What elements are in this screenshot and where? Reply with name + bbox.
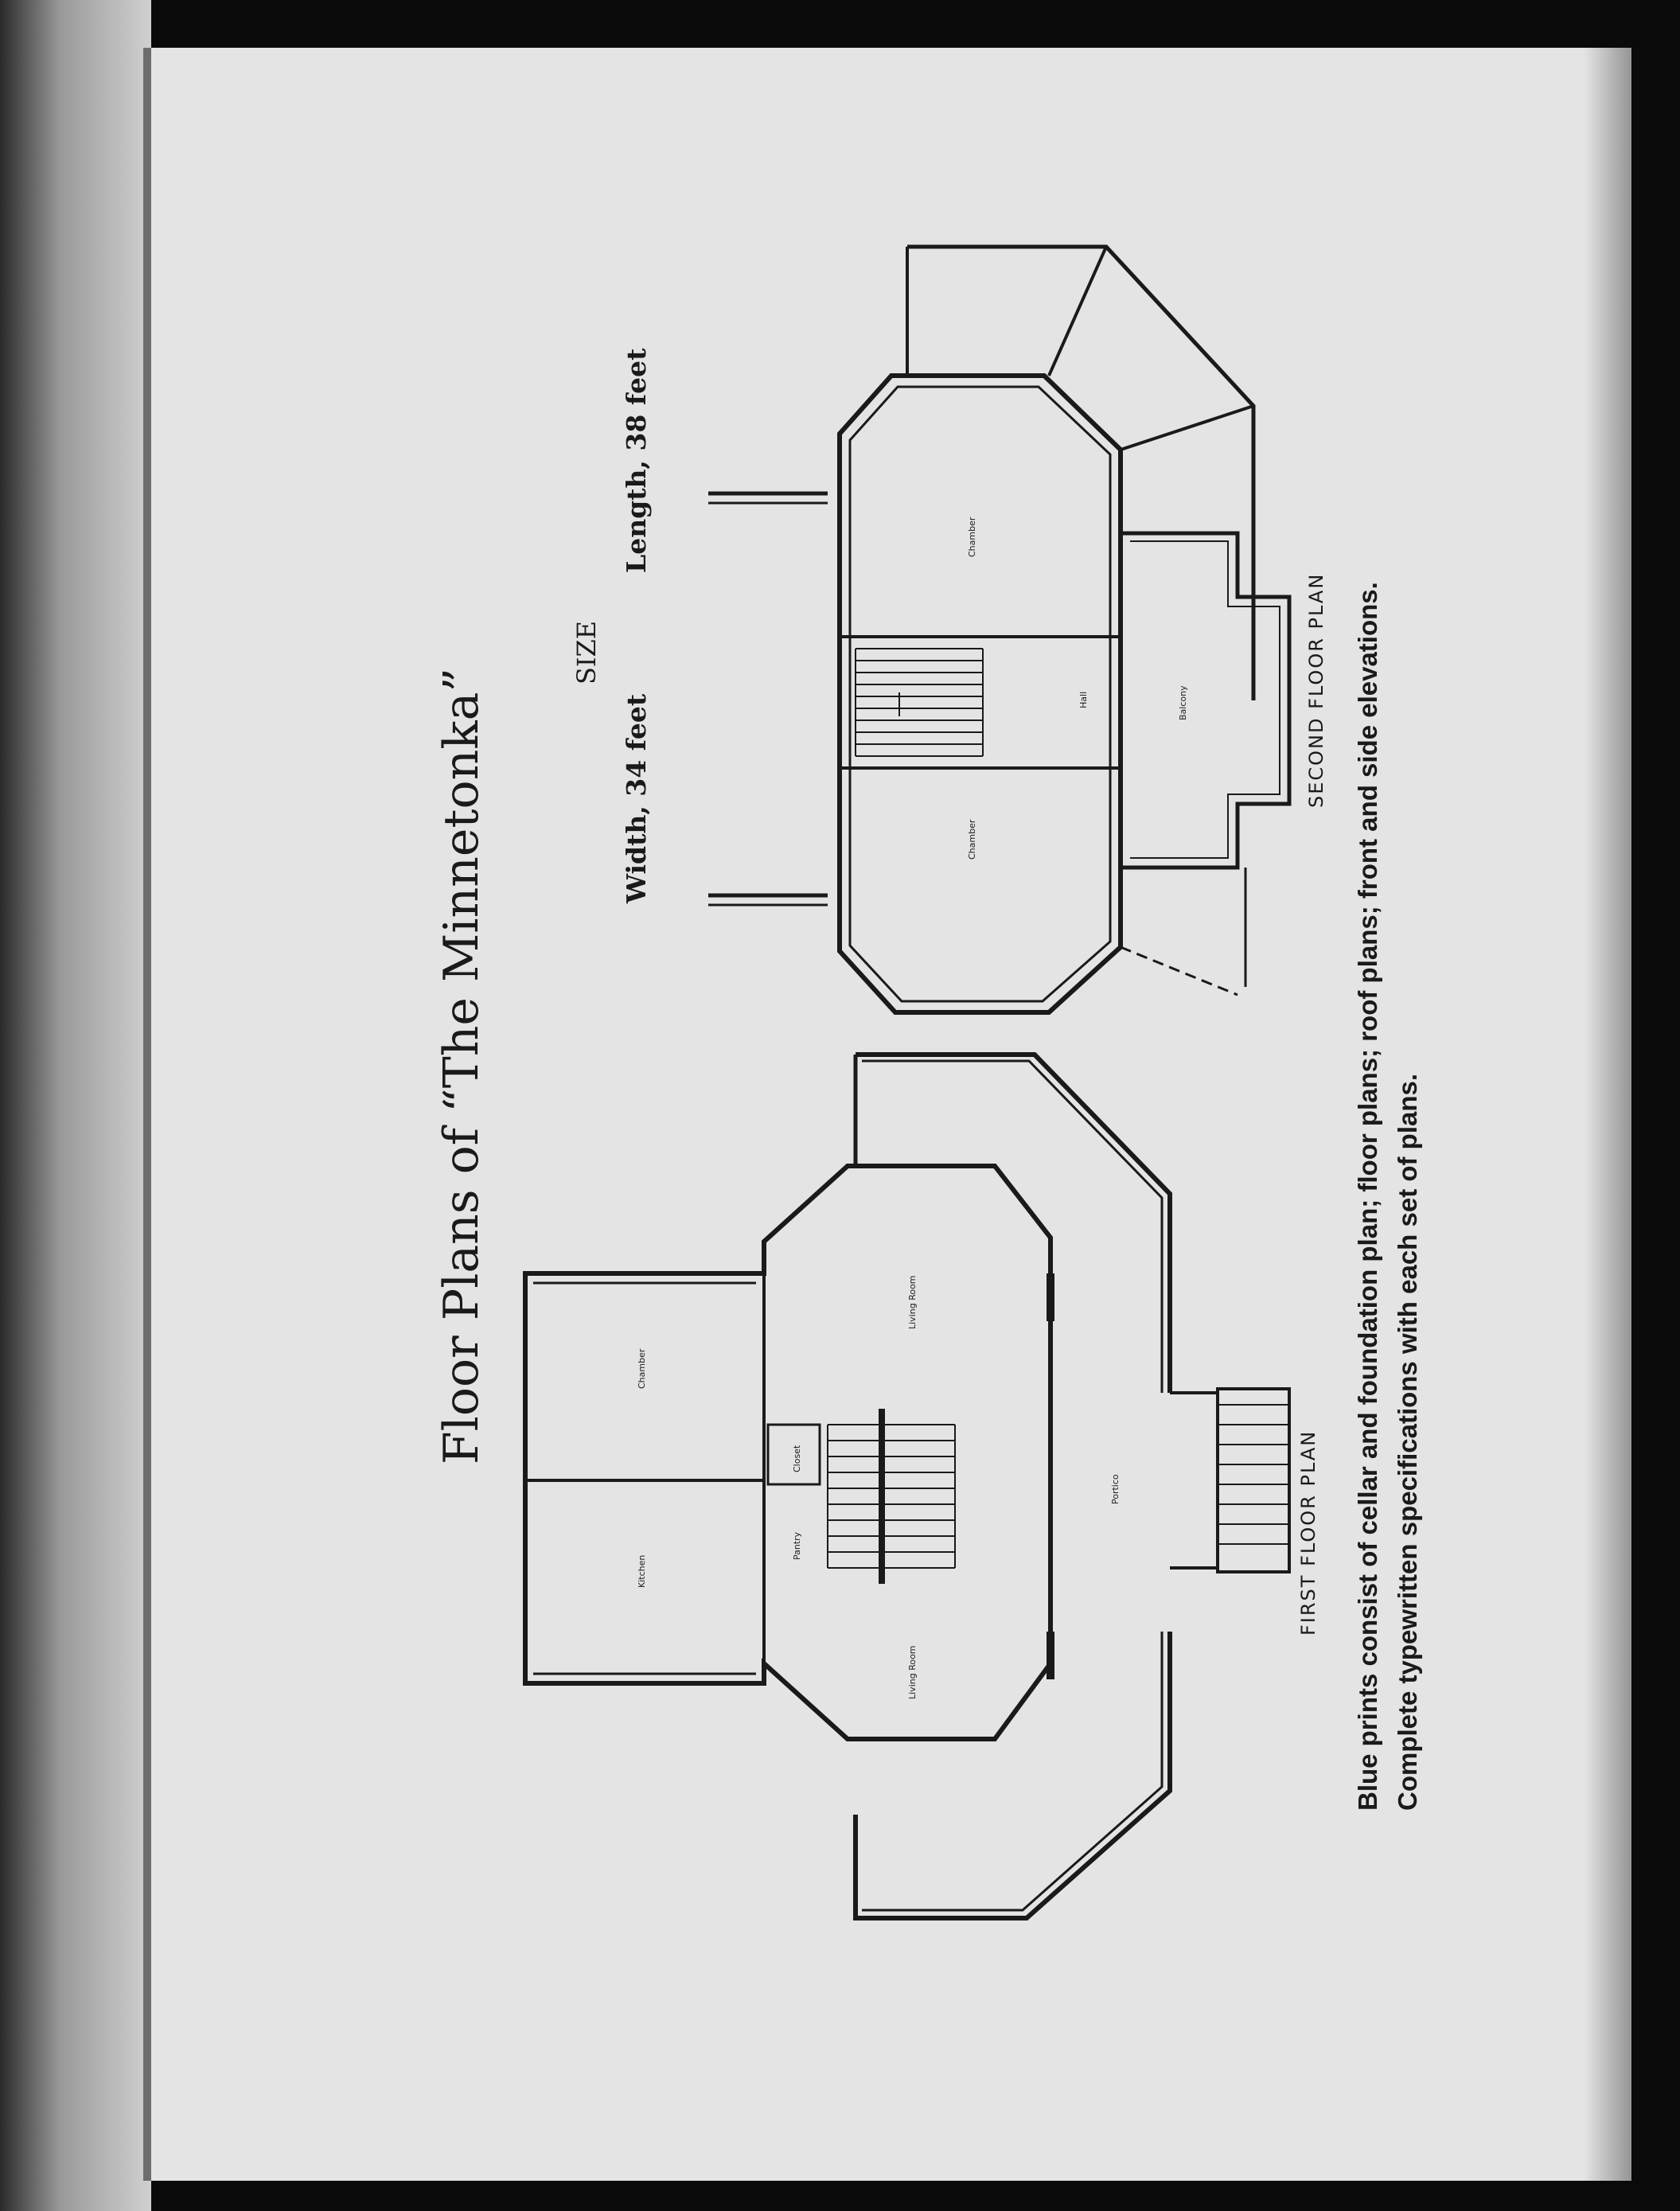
first-floor-label: FIRST FLOOR PLAN: [1297, 1429, 1319, 1636]
room-label-chamber-1: Chamber: [967, 517, 977, 557]
room-label-portico: Portico: [1110, 1474, 1121, 1504]
room-label-pantry: Pantry: [792, 1531, 802, 1560]
room-label-living-room-2: Living Room: [907, 1645, 918, 1699]
right-edge-shadow: [1584, 48, 1631, 2181]
caption-line-2: Complete typewritten specifications with…: [1393, 1073, 1422, 1811]
room-label-balcony: Balcony: [1178, 685, 1188, 720]
room-label-living-room-1: Living Room: [907, 1275, 918, 1329]
room-label-chamber-2: Chamber: [967, 819, 977, 860]
room-label-kitchen: Kitchen: [637, 1555, 647, 1588]
second-floor-plan: [837, 378, 1122, 1910]
room-label-chamber-first: Chamber: [637, 1348, 647, 1389]
second-floor-label: SECOND FLOOR PLAN: [1305, 572, 1327, 808]
room-label-closet: Closet: [792, 1445, 802, 1472]
width-text: Width, 34 feet: [621, 693, 652, 903]
caption-line-1: Blue prints consist of cellar and founda…: [1353, 582, 1382, 1811]
room-label-hall-upper: Hall: [1078, 692, 1089, 708]
left-binding-shadow: [0, 0, 151, 2211]
length-text: Length, 38 feet: [621, 348, 652, 573]
room-labels: Chamber Chamber Hall Balcony Chamber Kit…: [637, 517, 1188, 1699]
size-heading: SIZE: [571, 620, 602, 684]
page-title: Floor Plans of “The Minnetonka”: [434, 667, 489, 1464]
page-fold: [143, 48, 151, 2181]
second-floor-walls: [708, 244, 1292, 1015]
first-floor-walls: [523, 1052, 1291, 1920]
paper-sheet: [143, 48, 1631, 2181]
